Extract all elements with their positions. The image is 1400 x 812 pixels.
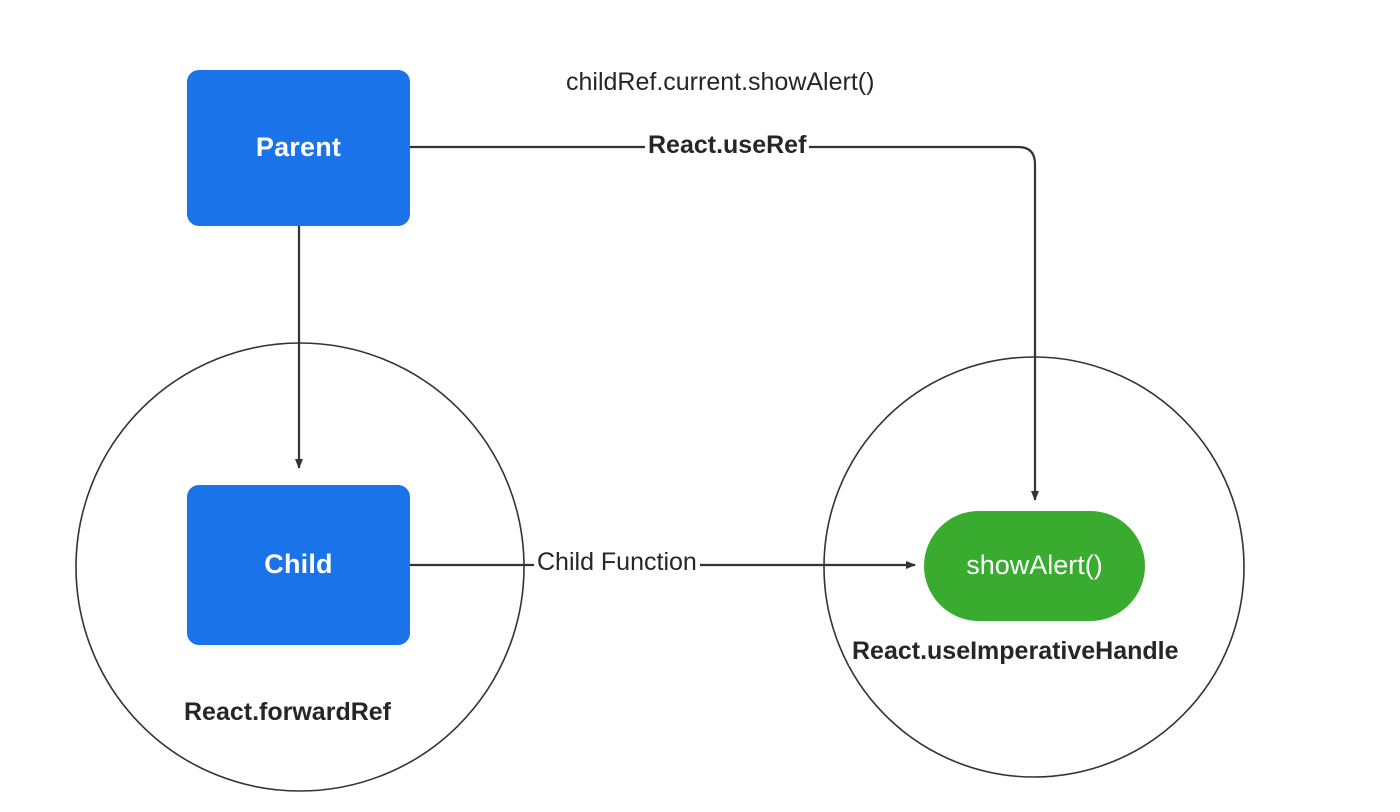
group-label-react-forwardref: React.forwardRef xyxy=(181,698,394,727)
edge-label-child-function: Child Function xyxy=(534,548,700,577)
node-show-alert[interactable]: showAlert() xyxy=(924,511,1145,621)
node-child[interactable]: Child xyxy=(187,485,410,645)
group-label-react-useimperativehandle: React.useImperativeHandle xyxy=(849,637,1182,666)
node-show-alert-label: showAlert() xyxy=(966,550,1103,581)
node-child-label: Child xyxy=(264,549,333,580)
node-parent[interactable]: Parent xyxy=(187,70,410,226)
edge-parent-to-showalert xyxy=(410,145,1039,501)
node-parent-label: Parent xyxy=(255,132,342,163)
edge-label-react-useref: React.useRef xyxy=(645,131,810,160)
edge-caption-childref-current-showalert: childRef.current.showAlert() xyxy=(563,68,878,97)
